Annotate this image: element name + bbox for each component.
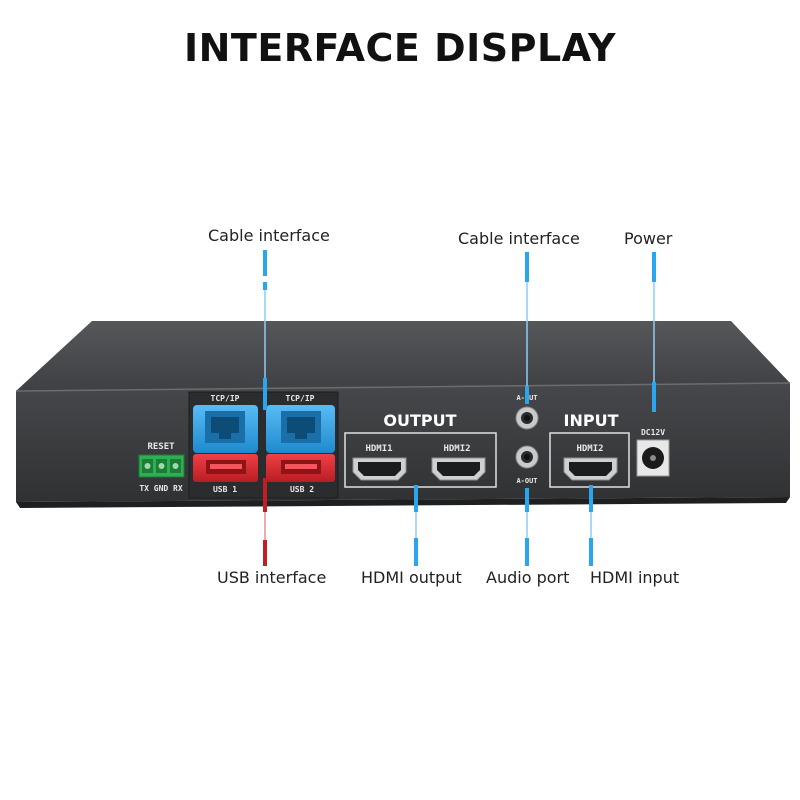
reset-label: RESET — [147, 442, 175, 452]
usb-2-label: USB 2 — [290, 485, 314, 494]
audio-jack-2 — [515, 445, 539, 469]
hdmi2-out-label: HDMI2 — [443, 444, 470, 454]
hdmi-out-port-1 — [352, 457, 407, 481]
output-frame — [344, 432, 497, 488]
a-out-bottom-label: A-OUT — [516, 477, 537, 485]
input-heading: INPUT — [564, 411, 619, 430]
usb-port-1 — [206, 460, 246, 474]
hdmi-in-port — [563, 457, 618, 481]
hdmi1-out-label: HDMI1 — [365, 444, 392, 454]
tcpip-1-label: TCP/IP — [211, 394, 240, 403]
callout-hdmi-output: HDMI output — [361, 568, 462, 587]
terminal-block — [138, 454, 185, 478]
usb-port-2 — [281, 460, 321, 474]
rj45-port-1 — [205, 411, 245, 443]
hdmi-out-port-2 — [431, 457, 486, 481]
callout-cable-interface-left: Cable interface — [208, 226, 330, 245]
tcpip-2-label: TCP/IP — [286, 394, 315, 403]
usb-1-label: USB 1 — [213, 485, 237, 494]
output-heading: OUTPUT — [383, 411, 456, 430]
page-title: INTERFACE DISPLAY — [183, 26, 617, 70]
audio-jack-1 — [515, 406, 539, 430]
tx-gnd-rx-label: TX GND RX — [139, 484, 183, 493]
callout-audio-port: Audio port — [486, 568, 570, 587]
callout-cable-interface-right: Cable interface — [458, 229, 580, 248]
device-front — [16, 383, 790, 502]
device-top — [16, 321, 790, 391]
rj45-port-2 — [281, 411, 321, 443]
callout-power: Power — [624, 229, 673, 248]
dc12v-label: DC12V — [641, 428, 665, 437]
hdmi2-in-label: HDMI2 — [576, 444, 603, 454]
callout-hdmi-input: HDMI input — [590, 568, 680, 587]
dc-power-jack — [636, 439, 670, 477]
callout-usb-interface: USB interface — [217, 568, 327, 587]
